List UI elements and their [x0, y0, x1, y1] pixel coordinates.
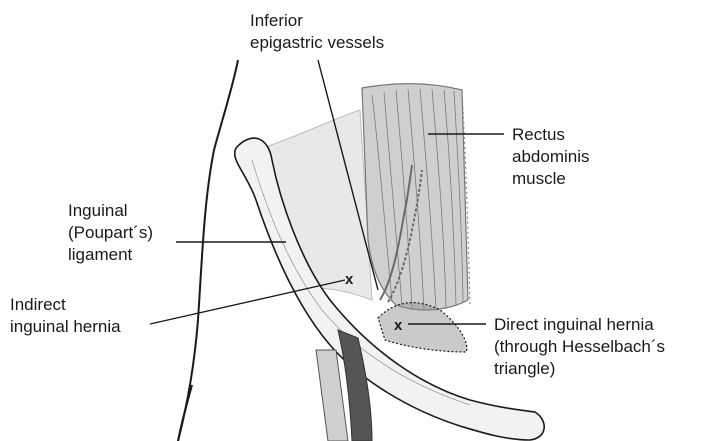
- label-inguinal-ligament-2: (Poupart´s): [68, 223, 153, 242]
- label-inferior-epigastric-1: Inferior: [250, 11, 303, 30]
- direct-hernia-marker: x: [394, 317, 403, 334]
- label-indirect-hernia-1: Indirect: [10, 295, 66, 314]
- label-rectus-2: abdominis: [512, 147, 590, 166]
- label-direct-hernia-1: Direct inguinal hernia: [494, 315, 654, 334]
- label-direct-hernia-3: triangle): [494, 359, 555, 378]
- label-inguinal-ligament-1: Inguinal: [68, 201, 128, 220]
- label-rectus-3: muscle: [512, 169, 566, 188]
- label-inferior-epigastric-2: epigastric vessels: [250, 33, 384, 52]
- thigh-contour: [178, 385, 192, 441]
- label-direct-hernia-2: (through Hesselbach´s: [494, 337, 665, 356]
- hesselbach-triangle: [378, 303, 467, 352]
- label-indirect-hernia-2: inguinal hernia: [10, 317, 121, 336]
- body-contour: [178, 60, 238, 441]
- rectus-abdominis-muscle: [362, 84, 468, 310]
- label-rectus-1: Rectus: [512, 125, 565, 144]
- indirect-hernia-marker: x: [345, 271, 354, 288]
- label-inguinal-ligament-3: ligament: [68, 245, 133, 264]
- spermatic-cord-light: [316, 350, 348, 441]
